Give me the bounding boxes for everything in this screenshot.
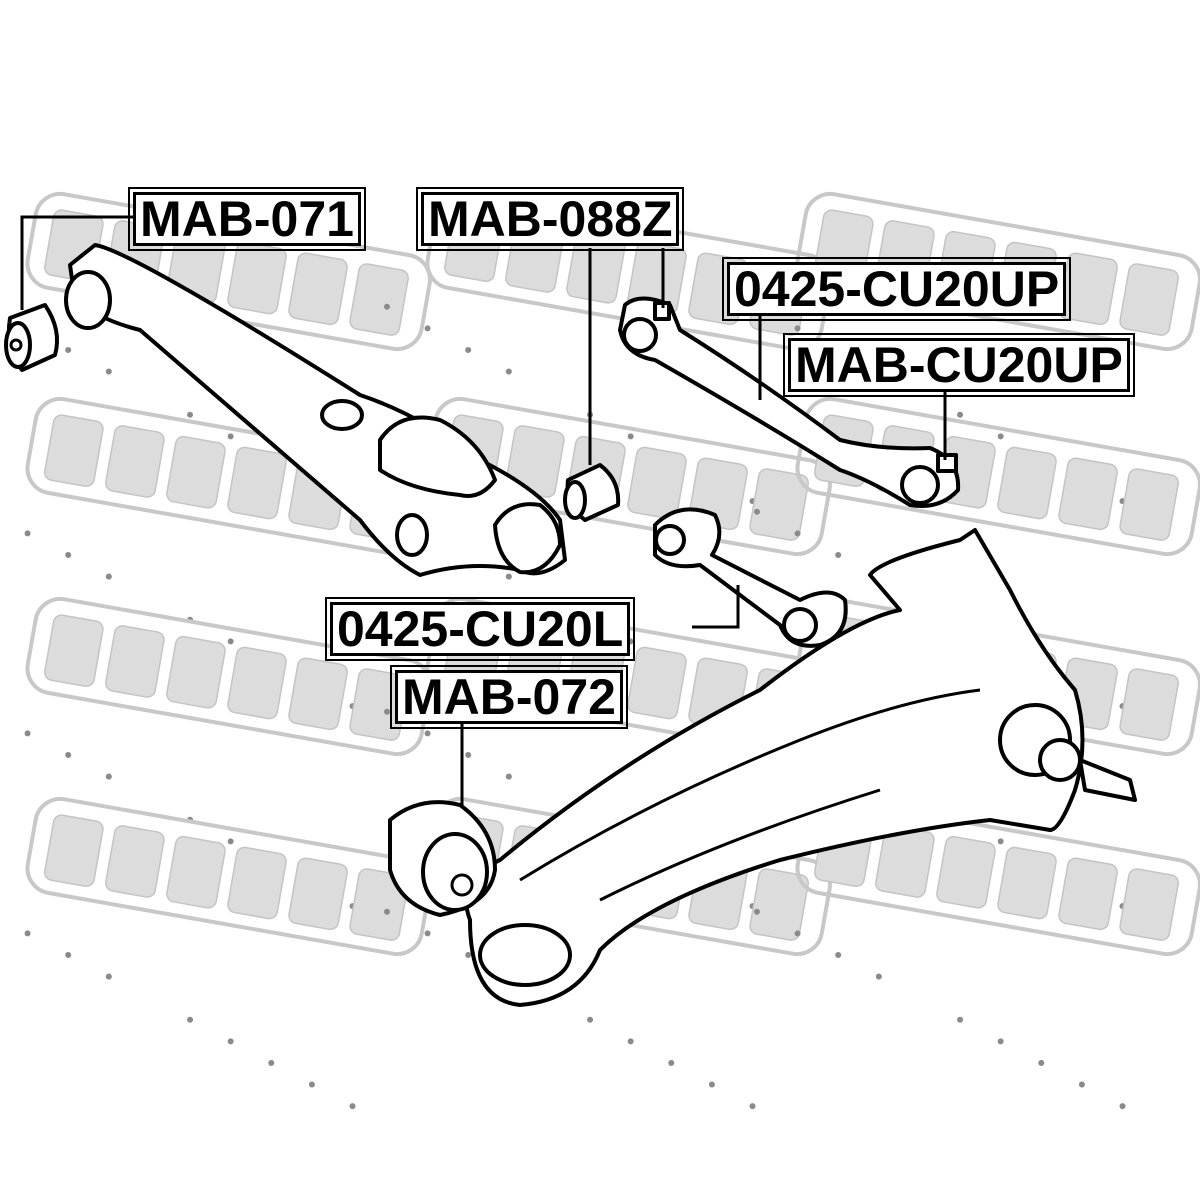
- bushing-mab-088z: [563, 463, 621, 522]
- part-label-mab-cu20up: MAB-CU20UP: [783, 333, 1135, 397]
- trailing-arm-knuckle: [464, 528, 1137, 1007]
- lower-control-arm: [64, 243, 567, 577]
- lateral-link: [653, 507, 848, 648]
- bushing-mab-071: [4, 303, 59, 372]
- part-label-mab-071: MAB-071: [128, 187, 366, 251]
- watermark-tagline-marks: [24, 930, 356, 1110]
- bushing-mab-072: [388, 800, 497, 917]
- upper-control-link: [618, 296, 961, 508]
- part-label-0425-cu20up: 0425-CU20UP: [721, 257, 1072, 321]
- part-label-mab-088z: MAB-088Z: [415, 187, 685, 251]
- leader-lines: [20, 215, 947, 805]
- part-label-0425-cu20l: 0425-CU20L: [324, 597, 636, 661]
- febest-watermark-logo: [24, 596, 432, 910]
- febest-watermark-logo: [753, 796, 1200, 1110]
- febest-watermark-logo: [24, 796, 432, 1110]
- part-label-mab-072: MAB-072: [390, 665, 628, 729]
- watermark-tagline-marks: [753, 908, 1126, 1110]
